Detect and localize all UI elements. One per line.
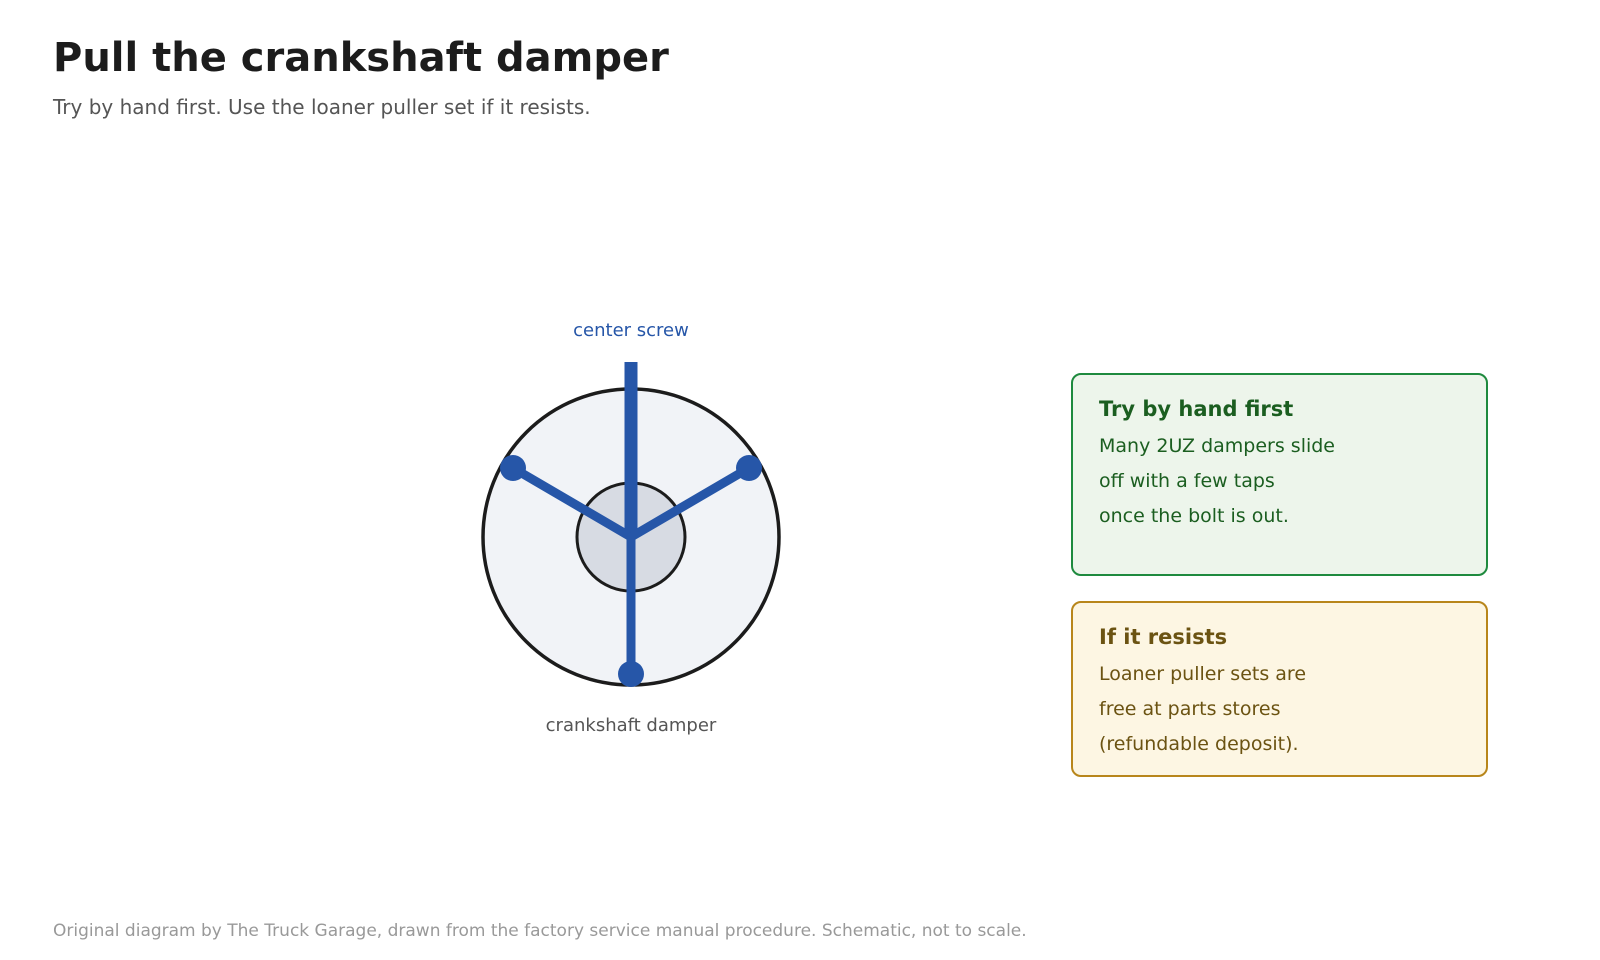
puller-jaw-right xyxy=(736,455,762,481)
puller-arm-right xyxy=(626,463,754,542)
card-text-line: free at parts stores xyxy=(1099,698,1281,720)
card-text-line: once the bolt is out. xyxy=(1099,505,1289,527)
card-text-line: off with a few taps xyxy=(1099,470,1275,492)
try-by-hand-card: Try by hand first Many 2UZ dampers slide… xyxy=(1071,373,1488,576)
card-title: If it resists xyxy=(1099,625,1228,649)
if-it-resists-card: If it resists Loaner puller sets are fre… xyxy=(1071,601,1488,777)
page-subtitle: Try by hand first. Use the loaner puller… xyxy=(53,95,591,119)
card-text-line: Loaner puller sets are xyxy=(1099,663,1307,685)
puller-jaw-bottom xyxy=(618,661,644,687)
card-text-line: Many 2UZ dampers slide xyxy=(1099,435,1335,457)
crankshaft-damper-label: crankshaft damper xyxy=(546,715,717,736)
card-text-line: (refundable deposit). xyxy=(1099,733,1299,755)
puller-arm-left xyxy=(508,463,636,542)
diagram-credit: Original diagram by The Truck Garage, dr… xyxy=(53,921,1027,941)
card-title: Try by hand first xyxy=(1099,397,1294,421)
puller-jaw-left xyxy=(500,455,526,481)
center-screw-label: center screw xyxy=(573,320,689,341)
page-title: Pull the crankshaft damper xyxy=(53,35,669,81)
